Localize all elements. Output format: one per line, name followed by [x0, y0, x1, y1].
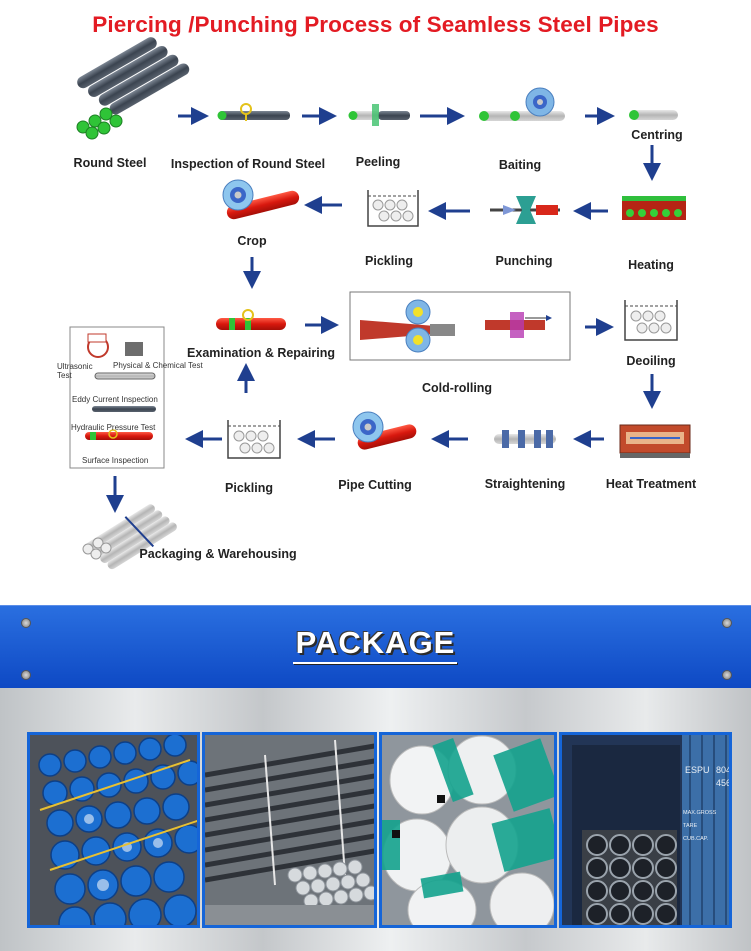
- packaging-icon: [82, 504, 177, 570]
- photo-black-pipe-bundle: [202, 732, 377, 928]
- step-pickling-2: Pickling: [225, 481, 273, 495]
- container-code-prefix: ESPU: [685, 765, 710, 775]
- deoiling-tank-icon: [624, 300, 678, 341]
- round-steel-icon: [76, 37, 190, 140]
- package-underline: [293, 662, 457, 664]
- pickling-tank-1-icon: [367, 190, 419, 227]
- test-ultrasonic: Ultrasonic Test: [57, 362, 93, 380]
- photo-shipping-container: ESPU 804 456 MAX.GROSS TARE CUB.CAP.: [559, 732, 732, 928]
- step-cold-rolling: Cold-rolling: [421, 381, 493, 395]
- photo-blue-capped-pipes: [27, 732, 200, 928]
- pipe-cutting-icon: [352, 411, 417, 450]
- diagram-title: Piercing /Punching Process of Seamless S…: [92, 12, 659, 37]
- pickling-tank-2-icon: [227, 420, 281, 459]
- step-straightening: Straightening: [484, 477, 566, 491]
- heat-treatment-icon: [619, 424, 691, 458]
- punching-icon: [490, 196, 560, 224]
- container-code-number: 804: [716, 765, 732, 775]
- step-baiting: Baiting: [498, 158, 542, 172]
- test-eddy-current: Eddy Current Inspection: [72, 395, 158, 404]
- container-code-suffix: 456: [716, 778, 732, 788]
- flow-arrows: [106, 107, 661, 513]
- examination-icon: [216, 309, 286, 330]
- screw-icon: [21, 618, 31, 628]
- step-crop: Crop: [237, 234, 267, 248]
- screw-icon: [722, 618, 732, 628]
- step-punching: Punching: [495, 254, 553, 268]
- screw-icon: [21, 670, 31, 680]
- inspection-icon: [217, 103, 290, 121]
- crop-icon: [222, 179, 300, 220]
- process-flow-graphics: [69, 37, 691, 570]
- package-heading: PACKAGE: [295, 625, 456, 660]
- centring-icon: [629, 110, 678, 120]
- test-physical-chemical: Physical & Chemical Test: [113, 361, 203, 370]
- step-round-steel: Round Steel: [73, 156, 147, 170]
- baiting-icon: [479, 87, 565, 121]
- step-pipe-cutting: Pipe Cutting: [338, 478, 412, 492]
- test-hydraulic-pressure: Hydraulic Pressure Test: [71, 423, 156, 432]
- straightening-icon: [494, 430, 556, 448]
- step-heating: Heating: [628, 258, 674, 272]
- container-tare: TARE: [683, 823, 698, 829]
- photo-wrapped-bundles: [379, 732, 557, 928]
- step-inspection: Inspection of Round Steel: [170, 157, 326, 171]
- peeling-icon: [348, 104, 410, 126]
- step-heat-treatment: Heat Treatment: [605, 477, 697, 491]
- test-surface-inspection: Surface Inspection: [82, 456, 149, 465]
- step-packaging: Packaging & Warehousing: [139, 547, 297, 561]
- step-pickling-1: Pickling: [365, 254, 413, 268]
- step-centring: Centring: [631, 128, 683, 142]
- screw-icon: [722, 670, 732, 680]
- container-cub-cap: CUB.CAP.: [683, 836, 709, 842]
- cold-rolling-icon: [349, 291, 571, 361]
- package-banner: [0, 605, 751, 689]
- step-examination: Examination & Repairing: [187, 346, 335, 360]
- step-deoiling: Deoiling: [626, 354, 676, 368]
- step-peeling: Peeling: [355, 155, 401, 169]
- inspection-tests-box: [69, 326, 165, 469]
- heating-icon: [622, 196, 686, 220]
- container-max-gross: MAX.GROSS: [683, 810, 717, 816]
